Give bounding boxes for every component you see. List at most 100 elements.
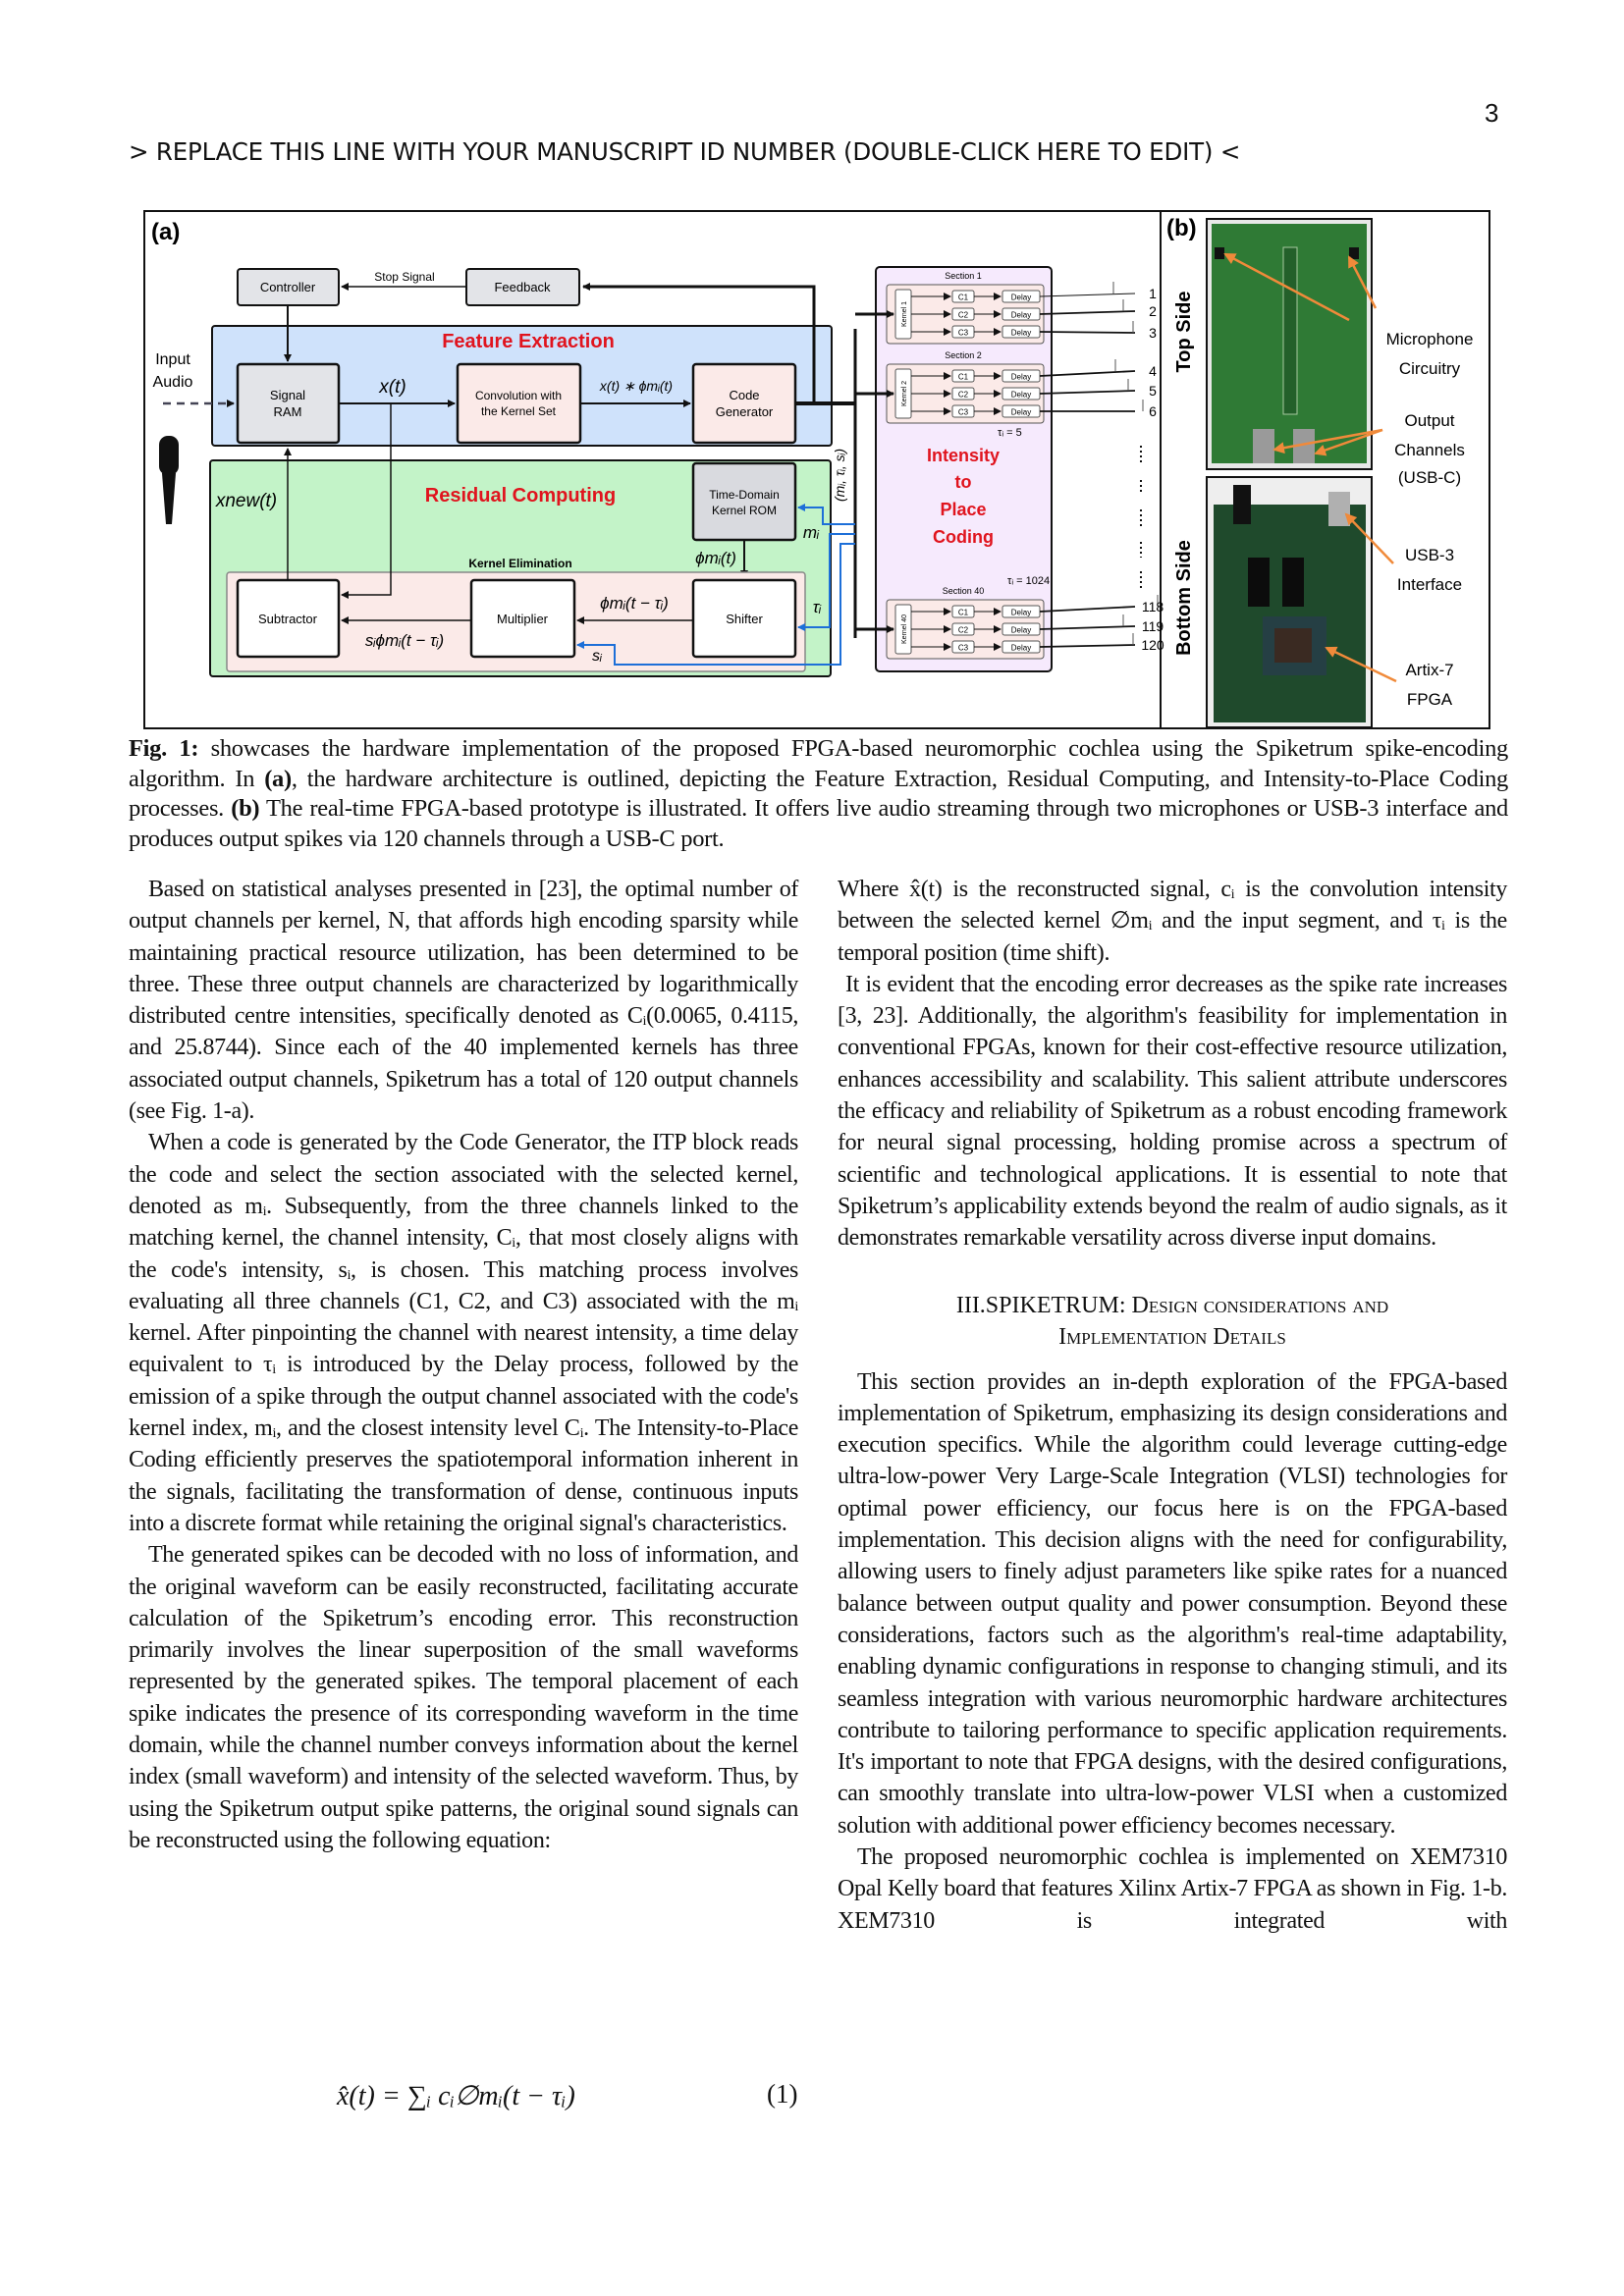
xt-to-subtractor-arrow bbox=[341, 403, 392, 599]
panel-a-label: (a) bbox=[151, 219, 180, 245]
caption-b: (b) bbox=[231, 795, 260, 822]
equation-1: x̂(t) = ∑ᵢ cᵢ∅mᵢ(t − τᵢ) bbox=[337, 2081, 575, 2111]
convolution-label: Convolution with bbox=[475, 389, 562, 402]
manuscript-id-header[interactable]: > REPLACE THIS LINE WITH YOUR MANUSCRIPT… bbox=[129, 137, 1241, 166]
channel-number: 4 bbox=[1149, 363, 1157, 379]
output-label-3: (USB-C) bbox=[1398, 468, 1461, 487]
si-blue-arrow bbox=[576, 543, 855, 666]
mic-arrow-1 bbox=[1223, 252, 1350, 322]
delay-label: Delay bbox=[1011, 408, 1031, 417]
conv-output-label: x(t) ∗ ϕmᵢ(t) bbox=[599, 378, 673, 394]
feedback-path bbox=[582, 283, 816, 403]
c-label: C3 bbox=[958, 644, 969, 653]
itp-title-4: Coding bbox=[933, 527, 994, 547]
output-arrow-1 bbox=[1272, 428, 1383, 454]
fpga-arrow bbox=[1325, 646, 1397, 683]
stop-signal-label: Stop Signal bbox=[374, 270, 434, 284]
delay-label: Delay bbox=[1011, 329, 1031, 338]
itp-title-1: Intensity bbox=[927, 446, 1000, 465]
caption-text-2: , the hardware architecture is outlined,… bbox=[129, 765, 1508, 823]
output-channel-line bbox=[1039, 370, 1136, 377]
output-label-2: Channels bbox=[1394, 441, 1465, 459]
paragraph: The generated spikes can be decoded with… bbox=[129, 1542, 798, 1853]
figure-1: (a) (b) Controller Feedback Stop Signal … bbox=[143, 210, 1490, 729]
tau-i-label: τᵢ bbox=[813, 598, 822, 616]
board-bottom-photo bbox=[1206, 476, 1373, 728]
channel-number: 6 bbox=[1149, 403, 1157, 419]
input-audio-label-2: Audio bbox=[153, 374, 193, 391]
section-title: Section 1 bbox=[945, 271, 982, 281]
output-channel-line bbox=[1039, 606, 1136, 613]
section-heading-line-1: III.SPIKETRUM: Design considerations and bbox=[955, 1292, 1389, 1318]
tau-5-label: τᵢ = 5 bbox=[998, 427, 1022, 439]
convolution-block bbox=[456, 362, 582, 445]
delay-label: Delay bbox=[1011, 644, 1031, 653]
residual-computing-title: Residual Computing bbox=[425, 485, 616, 507]
tau-1024-label: τᵢ = 1024 bbox=[1007, 575, 1050, 587]
output-channel-line bbox=[1039, 310, 1136, 315]
delay-label: Delay bbox=[1011, 609, 1031, 617]
right-column: Where x̂(t) is the reconstructed signal,… bbox=[838, 874, 1507, 1937]
equation-number: (1) bbox=[767, 2079, 798, 2109]
feedback-label: Feedback bbox=[494, 280, 551, 294]
channel-number: 3 bbox=[1149, 325, 1157, 341]
itp-title-2: to bbox=[955, 472, 972, 492]
kernel-elimination-label: Kernel Elimination bbox=[468, 557, 571, 570]
delay-label: Delay bbox=[1011, 626, 1031, 635]
fpga-label-2: FPGA bbox=[1407, 690, 1453, 709]
mic-arrow-2 bbox=[1347, 255, 1378, 309]
microphone-icon bbox=[159, 436, 179, 524]
mi-blue-arrow bbox=[797, 504, 855, 525]
channel-number: 1 bbox=[1149, 286, 1157, 301]
usb3-arrow bbox=[1344, 512, 1394, 564]
output-label-1: Output bbox=[1404, 411, 1454, 430]
page-number: 3 bbox=[1485, 98, 1499, 128]
c-label: C1 bbox=[958, 294, 969, 302]
channel-number: 118 bbox=[1142, 599, 1164, 614]
output-channel-line bbox=[1039, 390, 1136, 395]
caption-text-1: showcases the hardware implementation of… bbox=[129, 735, 1508, 792]
c-label: C1 bbox=[958, 373, 969, 382]
mic-label-2: Circuitry bbox=[1399, 359, 1461, 378]
xt-label: x(t) bbox=[378, 377, 406, 398]
s-i-label: sᵢ bbox=[592, 648, 603, 665]
paragraph: It is evident that the encoding error de… bbox=[838, 971, 1507, 1252]
caption-label: Fig. 1: bbox=[129, 735, 199, 762]
usb3-label-1: USB-3 bbox=[1405, 546, 1454, 564]
c-label: C2 bbox=[958, 311, 969, 320]
figure-caption: Fig. 1: showcases the hardware implement… bbox=[129, 734, 1508, 854]
bus-label: (mᵢ, τᵢ, sᵢ) bbox=[832, 449, 847, 502]
delay-label: Delay bbox=[1011, 391, 1031, 400]
c-label: C3 bbox=[958, 329, 969, 338]
shifter-label: Shifter bbox=[726, 612, 763, 626]
paragraph: Where x̂(t) is the reconstructed signal,… bbox=[838, 877, 1507, 966]
mi-label: mᵢ bbox=[803, 523, 820, 542]
shifter-block bbox=[691, 578, 797, 659]
caption-a: (a) bbox=[264, 765, 292, 792]
channel-number: 120 bbox=[1141, 637, 1164, 653]
channel-number: 2 bbox=[1149, 303, 1157, 319]
signal-ram-label-2: RAM bbox=[274, 404, 302, 419]
board-top-photo bbox=[1206, 218, 1373, 470]
delay-label: Delay bbox=[1011, 311, 1031, 320]
si-phi-label: sᵢϕmᵢ(t − τᵢ) bbox=[365, 631, 444, 650]
output-channel-line bbox=[1039, 331, 1136, 334]
code-generator-label-2: Generator bbox=[716, 404, 774, 419]
kernel-label: Kernel 1 bbox=[901, 301, 908, 327]
paragraph: The proposed neuromorphic cochlea is imp… bbox=[838, 1844, 1507, 1934]
c-label: C3 bbox=[958, 408, 969, 417]
output-arrow-2 bbox=[1314, 428, 1383, 456]
usb3-label-2: Interface bbox=[1397, 575, 1462, 594]
output-channel-line bbox=[1039, 293, 1136, 297]
multiplier-label: Multiplier bbox=[497, 612, 549, 626]
c-label: C2 bbox=[958, 391, 969, 400]
delay-label: Delay bbox=[1011, 373, 1031, 382]
section-heading-line-2: Implementation Details bbox=[1058, 1323, 1286, 1350]
input-audio-label: Input bbox=[155, 351, 190, 368]
code-generator-block bbox=[691, 362, 797, 445]
mic-label-1: Microphone bbox=[1386, 330, 1474, 348]
channel-number: 119 bbox=[1142, 618, 1164, 634]
paragraph: This section provides an in-depth explor… bbox=[838, 1368, 1507, 1839]
section-title: Section 2 bbox=[945, 350, 982, 360]
